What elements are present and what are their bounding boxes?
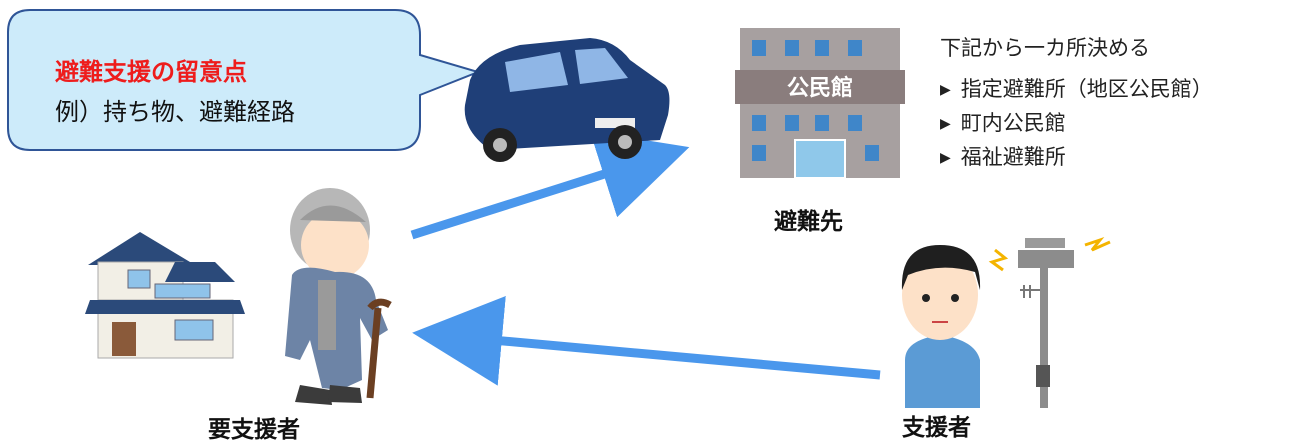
destination-caption: 避難先 [774, 209, 843, 235]
option-label: 指定避難所（地区公民館） [960, 77, 1213, 101]
destination-option: ▶ 福祉避難所 [940, 140, 1213, 174]
destination-option: ▶ 指定避難所（地区公民館） [940, 72, 1213, 106]
arrow-to-needs-support [412, 296, 881, 386]
bullet-icon: ▶ [940, 82, 951, 98]
option-label: 福祉避難所 [960, 145, 1066, 169]
destination-heading: 下記から一カ所決める [940, 36, 1150, 60]
house-icon [85, 232, 245, 359]
callout-body: 例）持ち物、避難経路 [55, 98, 295, 126]
bullet-icon: ▶ [940, 150, 951, 166]
callout-bubble [7, 9, 482, 151]
supporter-icon [901, 245, 981, 408]
supporter-caption: 支援者 [902, 415, 971, 441]
building-sign: 公民館 [787, 75, 853, 101]
community-center-icon: 公民館 [735, 28, 905, 179]
destination-options: ▶ 指定避難所（地区公民館） ▶ 町内公民館 ▶ 福祉避難所 [940, 72, 1213, 174]
elderly-person-icon [285, 188, 392, 405]
destination-option: ▶ 町内公民館 [940, 106, 1213, 140]
arrow-to-shelter [410, 131, 690, 240]
car-icon [464, 38, 670, 162]
callout-title: 避難支援の留意点 [55, 58, 247, 86]
needs-support-caption: 要支援者 [208, 417, 300, 443]
option-label: 町内公民館 [960, 111, 1066, 135]
bullet-icon: ▶ [940, 116, 951, 132]
loudspeaker-icon [988, 236, 1111, 408]
